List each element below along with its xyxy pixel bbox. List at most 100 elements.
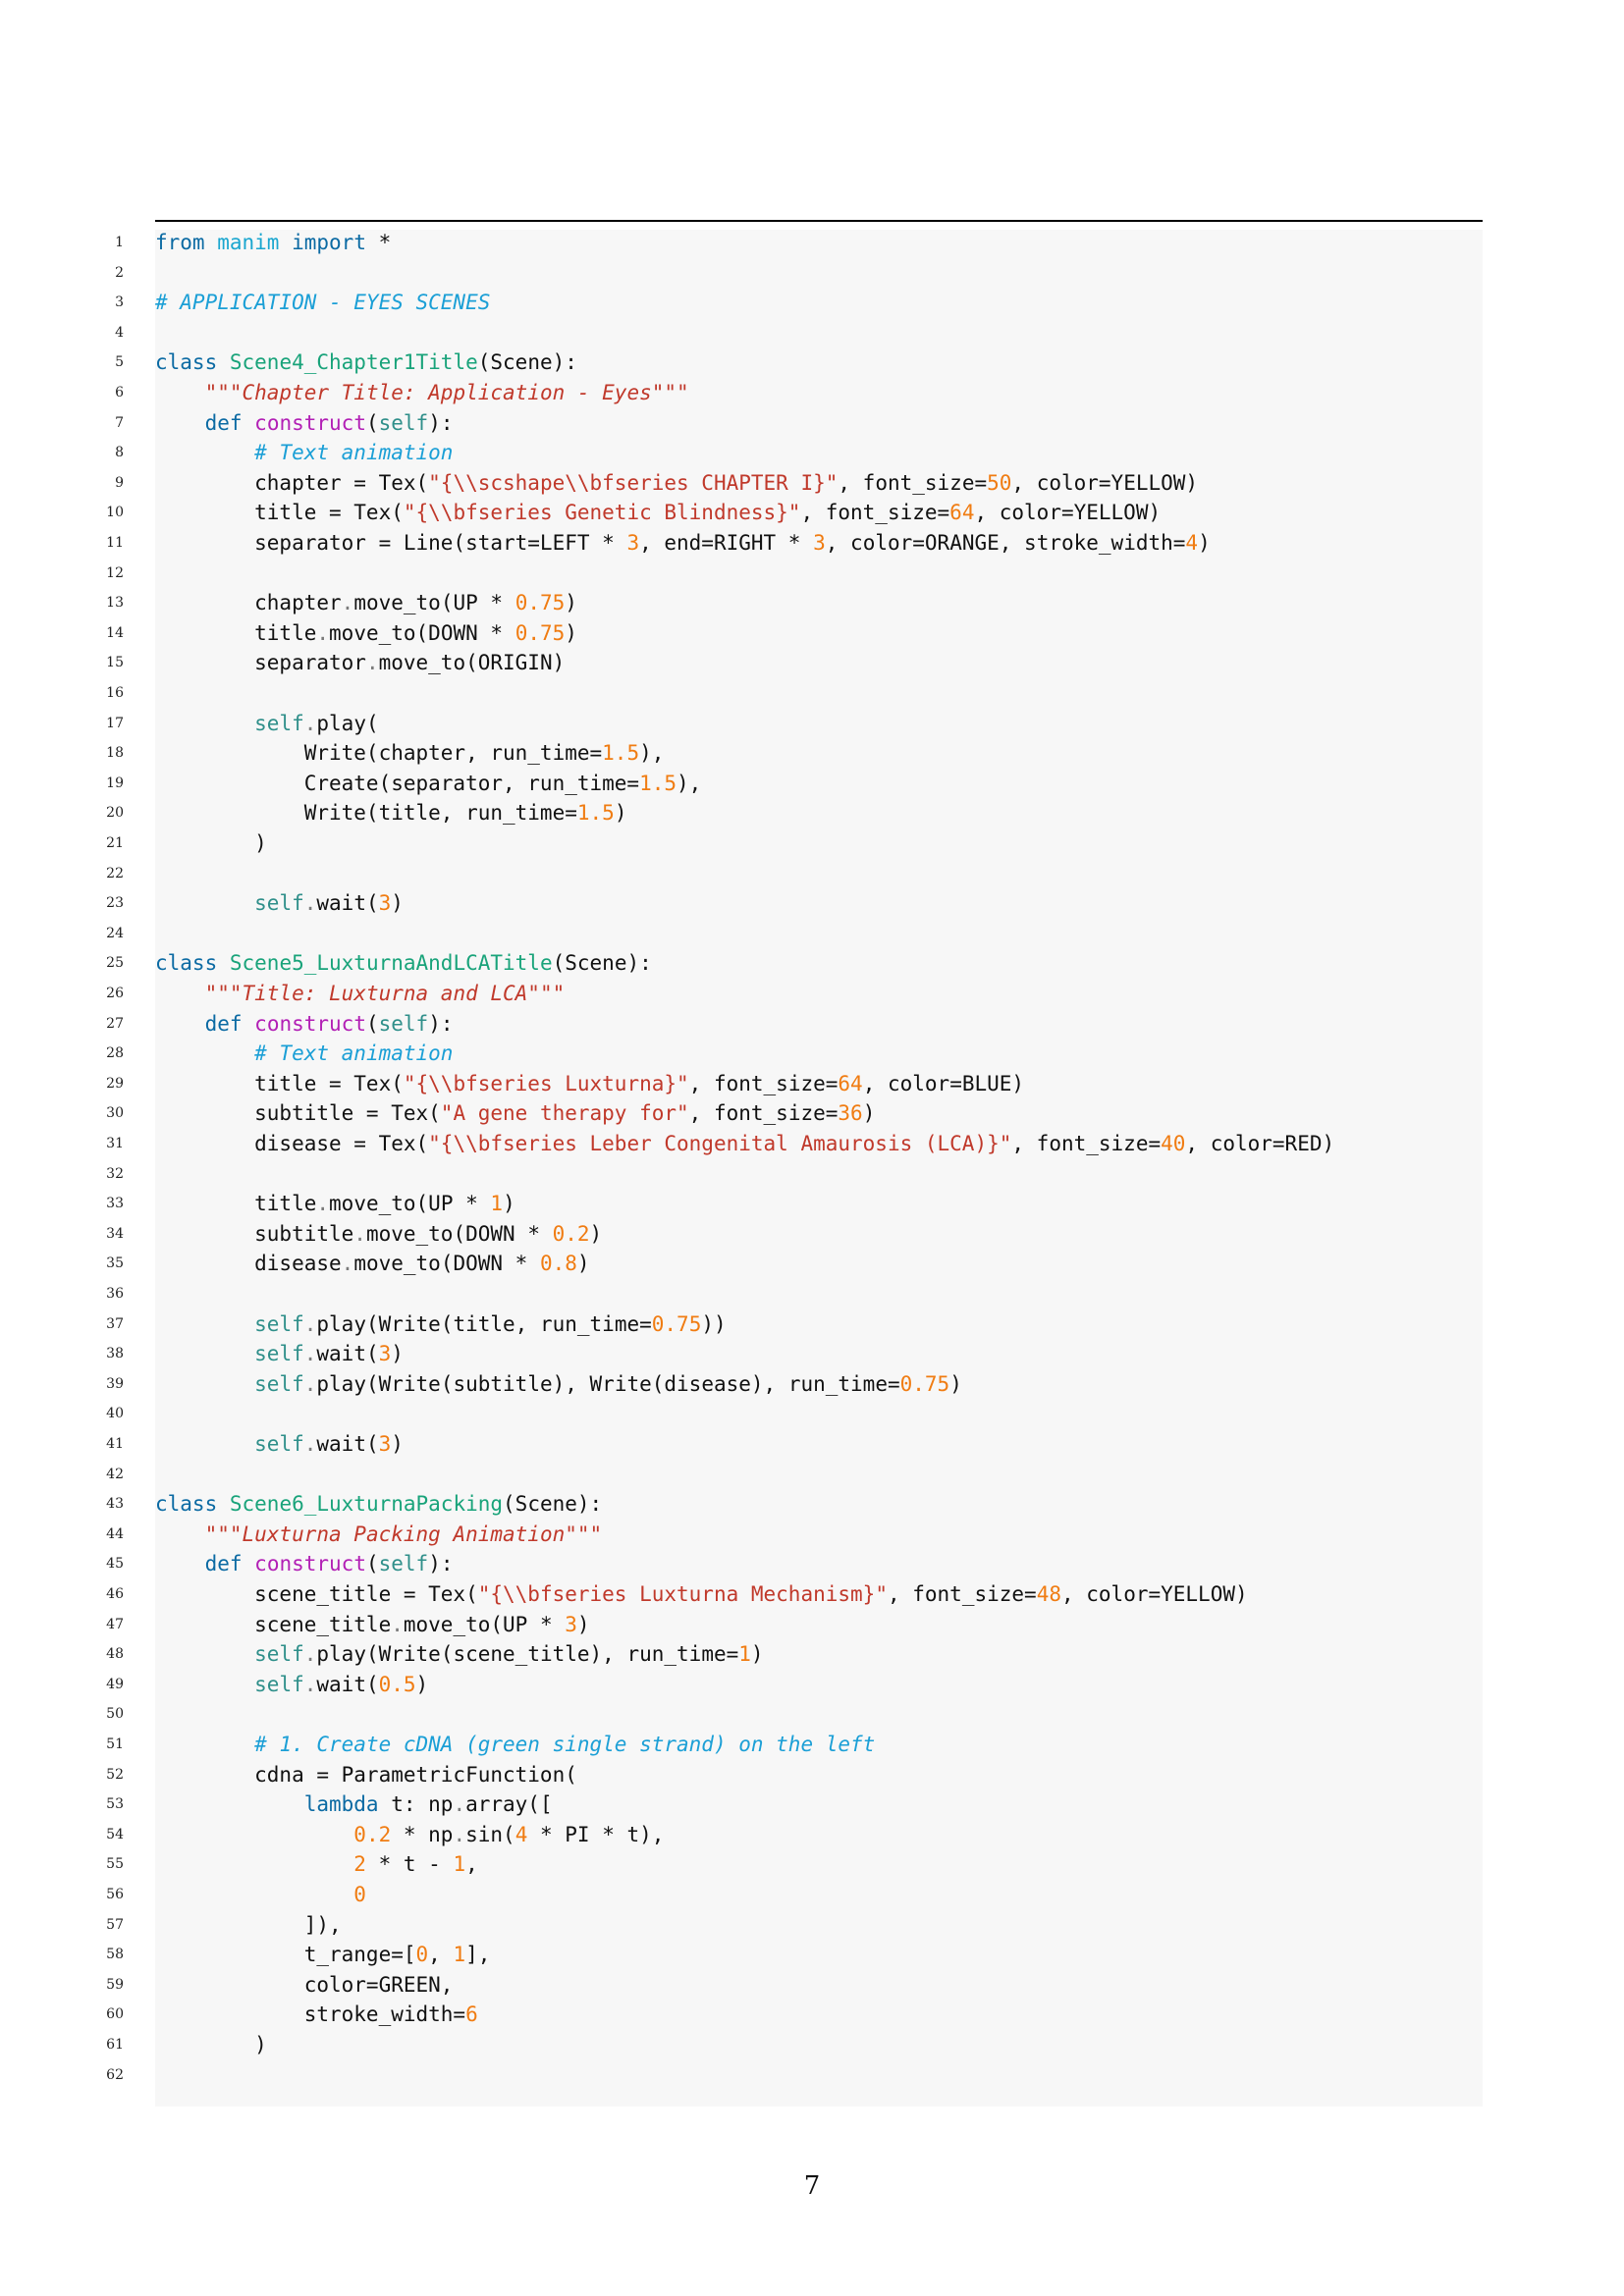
code-token: ) [565, 591, 577, 615]
code-token: 1 [453, 1943, 466, 1967]
code-line: 49 self.wait(0.5) [106, 1670, 1483, 1700]
code-token: ) [391, 1342, 404, 1366]
code-token: . [316, 1192, 330, 1216]
code-token: . [453, 1822, 466, 1846]
code-token [155, 411, 205, 435]
code-token: Scene6_LuxturnaPacking [229, 1492, 504, 1517]
code-text: # APPLICATION - EYES SCENES [155, 288, 490, 318]
code-token [217, 1492, 230, 1516]
code-token: 1.5 [639, 771, 677, 795]
code-token [155, 982, 205, 1005]
line-number: 49 [106, 1676, 124, 1692]
code-token: self [254, 1432, 304, 1456]
code-token: 0.75 [651, 1311, 702, 1336]
code-line: 29 title = Tex("{\\bfseries Luxturna}", … [106, 1069, 1483, 1099]
code-text: self.play( [155, 709, 378, 739]
code-token: class [155, 951, 218, 976]
code-token: subtitle [155, 1221, 354, 1246]
code-line: 17 self.play( [106, 709, 1483, 739]
code-token: scene_title [155, 1612, 392, 1636]
code-line: 22 [106, 859, 1483, 889]
line-number: 10 [106, 505, 124, 521]
code-token: , [428, 1943, 454, 1967]
line-number: 30 [106, 1105, 124, 1122]
code-text: color=GREEN, [155, 1970, 454, 2001]
code-token [155, 1372, 254, 1396]
code-token: , font_size= [887, 1582, 1037, 1606]
code-token: ) [589, 1221, 603, 1246]
code-token: chapter = Tex( [155, 470, 429, 495]
page-number: 7 [803, 2171, 821, 2201]
code-token: . [316, 620, 330, 645]
code-line: 33 title.move_to(UP * 1) [106, 1189, 1483, 1219]
line-number: 20 [106, 805, 124, 822]
line-number: 45 [106, 1556, 124, 1573]
line-number: 29 [106, 1075, 124, 1092]
code-line: 42 [106, 1460, 1483, 1490]
line-number: 15 [106, 655, 124, 671]
code-line: 60 stroke_width=6 [106, 2000, 1483, 2030]
code-text: subtitle.move_to(DOWN * 0.2) [155, 1219, 602, 1250]
code-line: 27 def construct(self): [106, 1009, 1483, 1040]
code-token: self [378, 410, 429, 435]
code-line: 15 separator.move_to(ORIGIN) [106, 648, 1483, 678]
line-number: 12 [106, 564, 124, 581]
code-text: """Title: Luxturna and LCA""" [155, 979, 566, 1009]
code-token: , font_size= [800, 501, 950, 525]
line-number: 13 [106, 595, 124, 612]
code-token: def [204, 1011, 243, 1036]
line-number: 18 [106, 745, 124, 762]
code-text: Write(title, run_time=1.5) [155, 798, 627, 828]
code-token: self [378, 1011, 429, 1036]
code-text: self.wait(3) [155, 1339, 404, 1369]
line-number: 5 [115, 354, 124, 371]
code-line: 26 """Title: Luxturna and LCA""" [106, 979, 1483, 1009]
code-token: ) [155, 831, 267, 855]
code-token: 2 [353, 1852, 366, 1877]
line-number: 46 [106, 1586, 124, 1602]
code-text: class Scene5_LuxturnaAndLCATitle(Scene): [155, 948, 652, 979]
code-line: 47 scene_title.move_to(UP * 3) [106, 1610, 1483, 1640]
code-token: self [254, 1342, 304, 1366]
code-token: . [341, 1252, 354, 1276]
code-token: Write(title, run_time= [155, 801, 577, 826]
line-number: 56 [106, 1887, 124, 1902]
code-token: 0.8 [539, 1252, 577, 1276]
line-number: 61 [106, 2037, 124, 2053]
code-token: manim [217, 231, 280, 254]
line-number: 22 [106, 865, 124, 881]
code-token: , [465, 1852, 478, 1877]
code-token: construct [254, 1552, 366, 1576]
code-token [243, 411, 255, 435]
code-token: 4 [514, 1822, 528, 1846]
code-text: def construct(self): [155, 408, 454, 439]
code-token: title [155, 620, 317, 645]
code-text: self.play(Write(subtitle), Write(disease… [155, 1369, 962, 1400]
code-token: move_to(DOWN * [329, 620, 515, 645]
code-line: 11 separator = Line(start=LEFT * 3, end=… [106, 528, 1483, 559]
code-token: 40 [1161, 1132, 1186, 1155]
code-text: def construct(self): [155, 1009, 454, 1040]
code-token: """Luxturna Packing Animation""" [204, 1522, 603, 1546]
code-line: 6 """Chapter Title: Application - Eyes""… [115, 378, 1483, 408]
code-token: def [204, 1552, 243, 1576]
code-token: ) [576, 1252, 590, 1276]
code-line: 9 chapter = Tex("{\\scshape\\bfseries CH… [115, 468, 1483, 499]
code-line: 54 0.2 * np.sin(4 * PI * t), [106, 1820, 1483, 1850]
code-token: play(Write(title, run_time= [316, 1311, 652, 1336]
code-line: 36 [106, 1279, 1483, 1309]
line-number: 44 [106, 1525, 124, 1542]
code-line: 38 self.wait(3) [106, 1339, 1483, 1369]
code-line: 37 self.play(Write(title, run_time=0.75)… [106, 1309, 1483, 1340]
code-token [155, 891, 254, 915]
code-token: 50 [987, 470, 1012, 495]
code-token: move_to(UP * [353, 591, 515, 615]
code-token: play(Write(subtitle), Write(disease), ru… [316, 1371, 900, 1396]
code-line: 52 cdna = ParametricFunction( [106, 1760, 1483, 1790]
code-line: 55 2 * t - 1, [106, 1849, 1483, 1880]
line-number: 17 [106, 715, 124, 731]
code-line: 57 ]), [106, 1910, 1483, 1941]
